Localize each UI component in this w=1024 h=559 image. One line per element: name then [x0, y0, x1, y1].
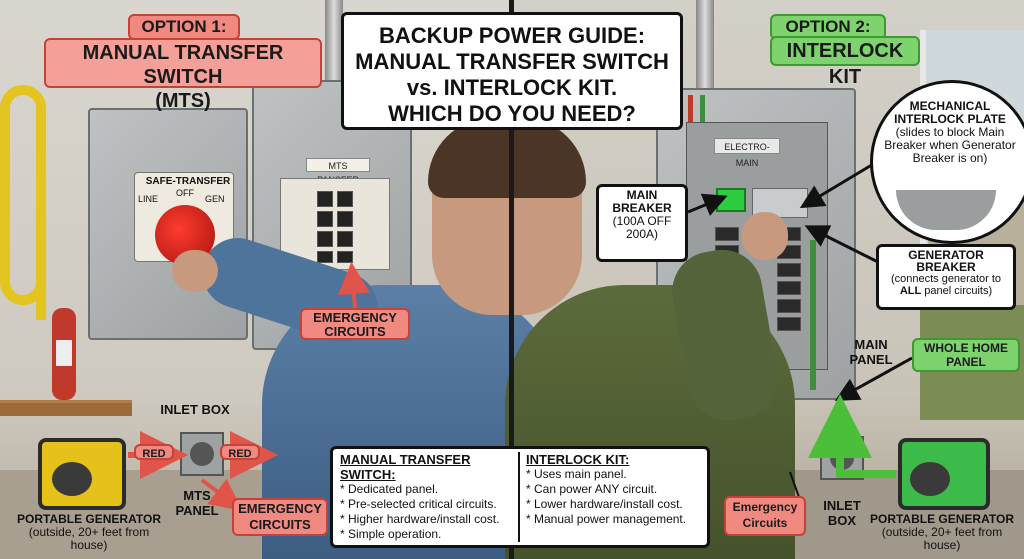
- gen-label: GEN: [205, 194, 225, 204]
- line-label: LINE: [138, 194, 159, 204]
- main-breaker-title-2: BREAKER: [612, 201, 672, 215]
- portable-generator-left-title: PORTABLE GENERATOR: [16, 512, 161, 526]
- split-divider: [509, 0, 514, 559]
- mts-comparison-item: * Higher hardware/install cost.: [340, 512, 500, 526]
- portable-generator-left-label: PORTABLE GENERATOR (outside, 20+ feet fr…: [14, 513, 164, 552]
- arrow-mts-panel-down: [200, 478, 243, 511]
- option-1-title-line-2: (MTS): [155, 90, 211, 112]
- title-box: BACKUP POWER GUIDE: MANUAL TRANSFER SWIT…: [341, 12, 683, 130]
- mts-comparison-item: * Dedicated panel.: [340, 482, 439, 496]
- generator-breaker-title-2: BREAKER: [916, 260, 976, 274]
- whole-home-panel-callout: WHOLE HOME PANEL: [912, 338, 1020, 372]
- breaker-switch[interactable]: [777, 263, 801, 277]
- inlet-box-left-label: INLET BOX: [160, 402, 230, 417]
- red-label-1: RED: [134, 444, 174, 460]
- breaker-switch[interactable]: [777, 299, 801, 313]
- breaker-switch[interactable]: [777, 281, 801, 295]
- emergency-circuits-right-callout: Emergency Circuits: [724, 496, 806, 536]
- breaker-switch[interactable]: [337, 191, 353, 207]
- arrow-green-inlet: [808, 394, 896, 478]
- breaker-switch[interactable]: [337, 231, 353, 247]
- off-label: OFF: [176, 188, 194, 198]
- generator-breaker-desc: (connects generator to ALL panel circuit…: [879, 273, 1013, 297]
- option-1-tag: OPTION 1:: [128, 14, 240, 40]
- portable-generator-right-title: PORTABLE GENERATOR: [869, 512, 1014, 526]
- extension-cord-icon: [0, 85, 46, 305]
- breaker-switch[interactable]: [317, 231, 333, 247]
- arrow-main-breaker: [687, 193, 728, 216]
- generator-engine: [910, 462, 950, 496]
- generator-breaker-title-1: GENERATOR: [908, 248, 984, 262]
- person-hand-left: [172, 250, 218, 292]
- main-panel-label: MAIN PANEL: [849, 337, 893, 367]
- interlock-comparison-column: INTERLOCK KIT: * Uses main panel. * Can …: [526, 452, 706, 527]
- title-line-3: vs. INTERLOCK KIT.: [406, 75, 618, 100]
- mts-panel-label-bottom: MTS PANEL: [175, 488, 219, 518]
- interlock-comparison-heading: INTERLOCK KIT:: [526, 452, 630, 467]
- generator-engine: [52, 462, 92, 496]
- generator-breaker-desc-bold: ALL: [899, 285, 922, 297]
- inlet-box-right-label: INLET BOX: [823, 498, 861, 528]
- interlock-comparison-item: * Manual power management.: [526, 512, 687, 526]
- breaker-switch[interactable]: [777, 317, 801, 331]
- arrow-mts-emergency: [337, 262, 370, 309]
- option-2-title: INTERLOCK KIT: [770, 36, 920, 88]
- mts-comparison-item: * Pre-selected critical circuits.: [340, 497, 497, 511]
- red-label-2: RED: [220, 444, 260, 460]
- extension-cord-plug: [36, 200, 46, 320]
- interlock-callout-desc: (slides to block Main Breaker when Gener…: [884, 125, 1016, 165]
- mts-breaker-grid: [280, 178, 390, 270]
- arrow-interlock: [799, 158, 881, 209]
- interlock-callout-title-2: INTERLOCK PLATE: [894, 112, 1006, 126]
- fire-extinguisher-label: [56, 340, 72, 366]
- generator-breaker-callout: GENERATOR BREAKER (connects generator to…: [876, 244, 1016, 310]
- interlock-comparison-item: * Can power ANY circuit.: [526, 482, 658, 496]
- mts-comparison-heading: MANUAL TRANSFER SWITCH:: [340, 452, 471, 482]
- main-breaker-desc: (100A OFF 200A): [612, 214, 672, 241]
- emergency-circuits-panel-callout: EMERGENCY CIRCUITS: [300, 308, 410, 340]
- conduit-pipe: [696, 0, 714, 90]
- title-line-4: WHICH DO YOU NEED?: [388, 101, 636, 126]
- main-breaker-callout: MAIN BREAKER (100A OFF 200A): [596, 184, 688, 262]
- interlock-comparison-item: * Lower hardware/install cost.: [526, 497, 683, 511]
- title-line-2: MANUAL TRANSFER SWITCH: [355, 49, 669, 74]
- inlet-socket: [190, 442, 214, 466]
- wooden-shelf: [0, 400, 132, 416]
- generator-breaker-desc-post: panel circuits): [921, 285, 993, 297]
- interlock-comparison-item: * Uses main panel.: [526, 467, 627, 481]
- arrow-generator-breaker: [804, 225, 879, 264]
- portable-generator-right-sub: (outside, 20+ feet from house): [881, 525, 1003, 552]
- comparison-divider: [518, 452, 520, 542]
- option-1-title-line-1: MANUAL TRANSFER SWITCH: [82, 42, 284, 88]
- person-hand-right: [742, 212, 788, 260]
- option-2-tag: OPTION 2:: [770, 14, 886, 40]
- title-line-1: BACKUP POWER GUIDE:: [378, 23, 646, 48]
- emergency-circuits-left-callout: EMERGENCY CIRCUITS: [232, 498, 328, 536]
- breaker-switch[interactable]: [317, 251, 333, 263]
- portable-generator-right-label: PORTABLE GENERATOR (outside, 20+ feet fr…: [862, 513, 1022, 552]
- safe-transfer-label: SAFE-TRANSFER: [145, 176, 231, 187]
- main-breaker-title-1: MAIN: [626, 188, 658, 202]
- interlock-callout-title-1: MECHANICAL: [909, 99, 991, 113]
- portable-generator-left-sub: (outside, 20+ feet from house): [28, 525, 150, 552]
- arrow-whole-home: [834, 356, 913, 401]
- mts-comparison-item: * Simple operation.: [340, 527, 442, 541]
- panel-brand-label: ELECTRO-MAIN: [714, 138, 780, 168]
- green-wire: [810, 240, 816, 390]
- option-1-title: MANUAL TRANSFER SWITCH (MTS): [44, 38, 322, 112]
- mts-comparison-column: MANUAL TRANSFER SWITCH: * Dedicated pane…: [340, 452, 516, 542]
- conduit-pipe: [325, 0, 343, 90]
- arrow-emergency-right: [789, 471, 801, 501]
- interlock-callout-text: MECHANICAL INTERLOCK PLATE (slides to bl…: [880, 100, 1020, 200]
- breaker-switch[interactable]: [337, 211, 353, 227]
- breaker-switch[interactable]: [317, 191, 333, 207]
- generator-breaker-desc-pre: (connects generator to: [890, 273, 1002, 285]
- breaker-switch[interactable]: [715, 227, 739, 241]
- comparison-box: [330, 446, 710, 548]
- breaker-switch[interactable]: [317, 211, 333, 227]
- person-hair: [428, 118, 586, 198]
